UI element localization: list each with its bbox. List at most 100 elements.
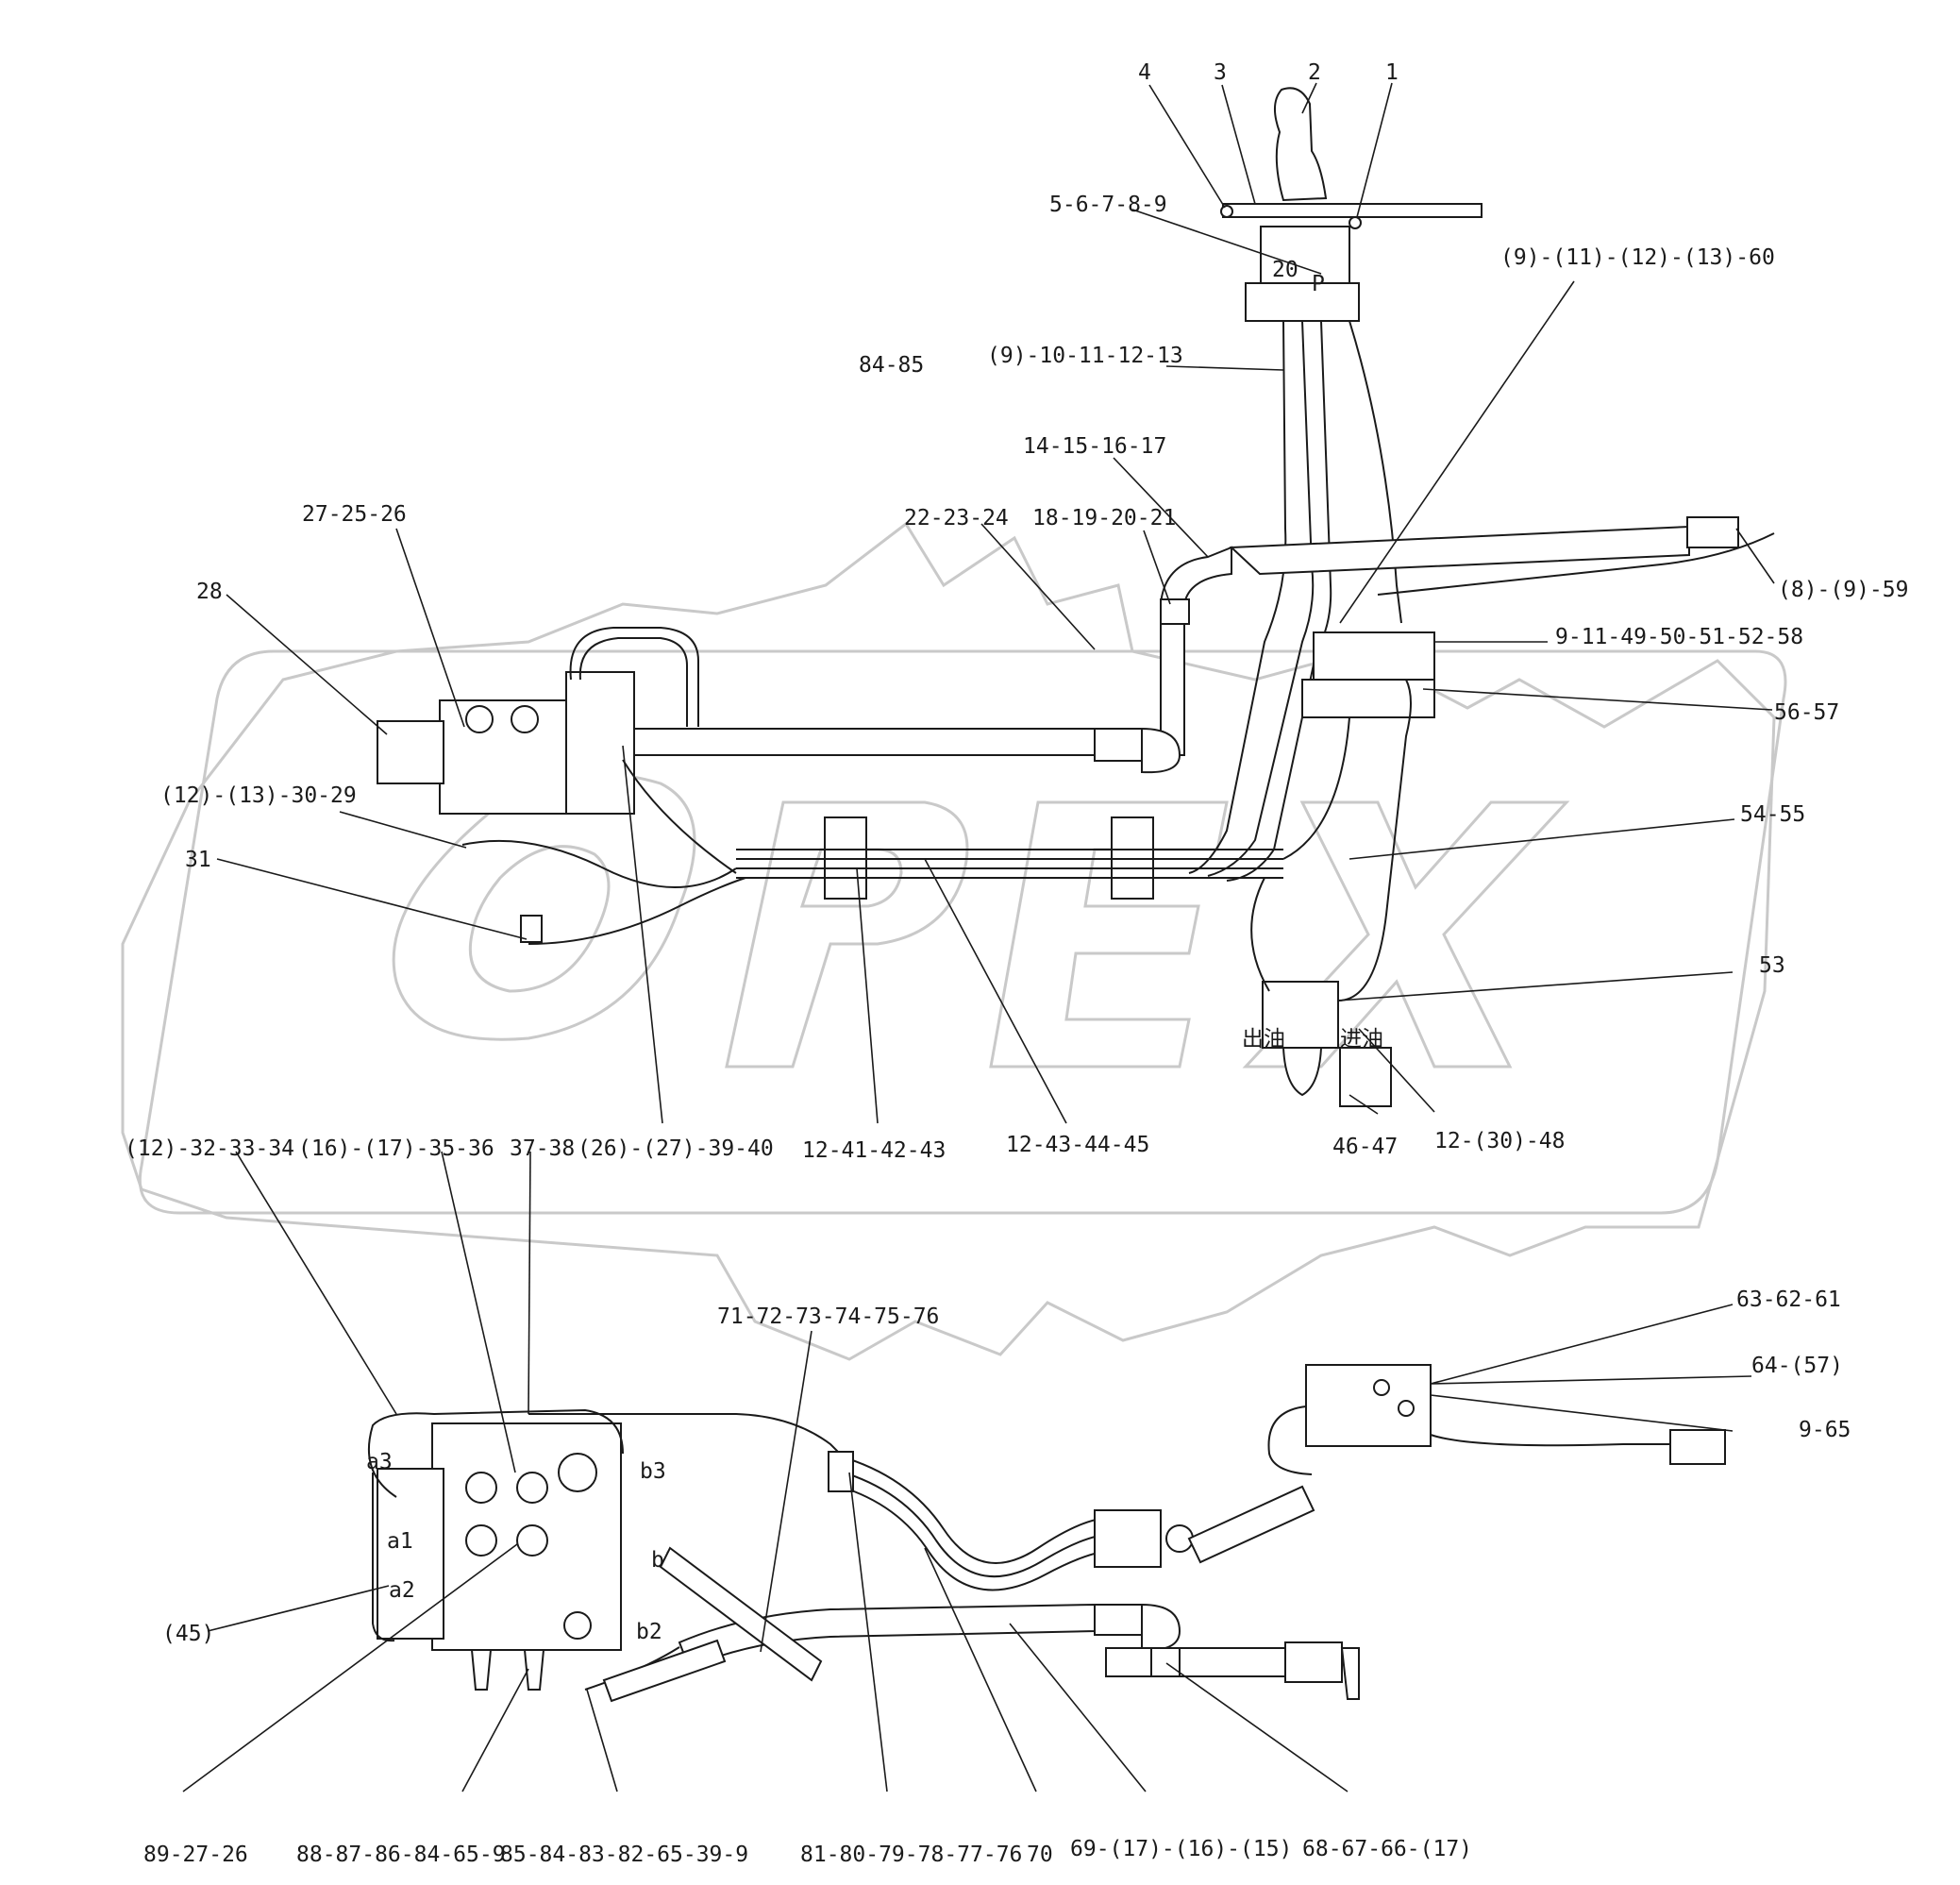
label-71-72-73-74-75-76: 71-72-73-74-75-76 — [717, 1304, 939, 1329]
label-12-41-42-43: 12-41-42-43 — [802, 1138, 946, 1163]
lower-tube-fitting — [1094, 1604, 1143, 1636]
bolt-4 — [1220, 205, 1233, 218]
mv-spool-2 — [523, 1649, 545, 1691]
valve-port-2 — [511, 705, 539, 733]
label-16-17-35-36: (16)-(17)-35-36 — [298, 1136, 494, 1161]
pilot-hose-2 — [1207, 320, 1315, 877]
hose-8-9-59 — [1377, 532, 1775, 596]
upper-assembly: 20 P — [377, 87, 1775, 1107]
label-22-23-24: 22-23-24 — [904, 506, 1009, 530]
label-54-55: 54-55 — [1740, 802, 1805, 827]
main-tube-middle — [612, 728, 1096, 756]
callout-labels: 4 3 2 1 5-6-7-8-9 (9)-(11)-(12)-(13)-60 … — [125, 60, 1908, 1867]
cyl-lower — [602, 1639, 727, 1703]
label-3: 3 — [1214, 60, 1227, 85]
mv-port-3 — [465, 1524, 497, 1557]
mv-port-5 — [558, 1453, 597, 1492]
label-56-57: 56-57 — [1774, 700, 1839, 725]
label-68-67-66-17: 68-67-66-(17) — [1302, 1837, 1472, 1861]
label-26-27-39-40: (26)-(27)-39-40 — [578, 1136, 774, 1161]
wavy-hose-2 — [829, 1468, 1124, 1578]
mv-port-1 — [465, 1472, 497, 1504]
label-12-43-44-45: 12-43-44-45 — [1006, 1133, 1149, 1157]
mv-port-2 — [516, 1472, 548, 1504]
label-12-13-30-29: (12)-(13)-30-29 — [160, 783, 357, 808]
hose-31-b — [528, 877, 746, 945]
label-88-87-86-84-65-9: 88-87-86-84-65-9 — [296, 1843, 506, 1867]
joystick-handle — [1274, 87, 1328, 202]
tube-fitting-9-65 — [1669, 1429, 1726, 1465]
pilot-hose-4 — [1349, 320, 1402, 624]
hose-sm-left — [1267, 1405, 1313, 1475]
port-mark-a1: a1 — [387, 1529, 413, 1554]
label-31: 31 — [185, 848, 211, 872]
control-valve-section — [565, 671, 635, 815]
label-9-65: 9-65 — [1799, 1418, 1851, 1442]
lower-straight-tube — [1105, 1647, 1286, 1677]
hose-31 — [461, 839, 737, 888]
lower-assembly: a3 a1 a2 b3 b1 b2 — [366, 1364, 1726, 1703]
port-mark-b2: b2 — [636, 1620, 662, 1644]
main-tube-upper — [1229, 525, 1690, 576]
mv-port-4 — [516, 1524, 548, 1557]
port-mark-p: P — [1312, 272, 1325, 296]
label-8-9-59: (8)-(9)-59 — [1778, 578, 1908, 602]
brake-valve-body — [1262, 981, 1339, 1049]
cyl-hose-left — [659, 1546, 823, 1682]
label-63-62-61: 63-62-61 — [1736, 1288, 1841, 1312]
label-70: 70 — [1027, 1843, 1053, 1867]
lower-bracket-right — [1340, 1647, 1360, 1700]
elbow-mid — [1141, 727, 1181, 774]
label-37-38: 37-38 — [510, 1136, 575, 1161]
port-mark-b3: b3 — [640, 1459, 666, 1484]
watermark-letter-x — [1242, 800, 1570, 1069]
watermark-letter-e — [989, 800, 1229, 1069]
label-9-11-49-50-51-52-58: 9-11-49-50-51-52-58 — [1555, 625, 1803, 649]
bracket-18 — [1160, 598, 1190, 625]
label-85-84-83-82-65-39-9: 85-84-83-82-65-39-9 — [500, 1843, 748, 1867]
label-2: 2 — [1308, 60, 1321, 85]
control-valve-endcap — [377, 720, 444, 784]
leader-lines — [182, 82, 1775, 1792]
label-12-30-48: 12-(30)-48 — [1434, 1129, 1565, 1153]
hose-long-top — [528, 1413, 850, 1464]
bracket-46 — [1339, 1047, 1392, 1107]
label-14-15-16-17: 14-15-16-17 — [1023, 434, 1166, 459]
clamp-71 — [828, 1451, 854, 1492]
hose-12-30-48 — [1250, 877, 1270, 992]
pilot-hose-1 — [1188, 320, 1287, 874]
mv-port-6 — [563, 1611, 592, 1640]
sm-port-2 — [1398, 1400, 1415, 1417]
label-84-85: 84-85 — [859, 353, 924, 378]
hose-bundle-right — [1282, 716, 1350, 860]
hose-9-65 — [1430, 1434, 1680, 1447]
port-mark-a2: a2 — [389, 1578, 415, 1603]
manifold-block-lower — [1301, 679, 1435, 718]
tube-fitting-mid — [1094, 728, 1143, 762]
hose-a-loop — [367, 1408, 624, 1498]
hose-a-left — [372, 1473, 395, 1642]
label-69-17-16-15: 69-(17)-(16)-(15) — [1070, 1837, 1292, 1861]
label-5-6-7-8-9: 5-6-7-8-9 — [1049, 193, 1167, 217]
label-64-57: 64-(57) — [1751, 1354, 1843, 1378]
watermark-letter-p — [725, 800, 969, 1069]
watermark-gear — [121, 521, 1776, 1361]
label-28: 28 — [196, 580, 223, 604]
hose-bundle-left — [622, 759, 737, 874]
pipe-loop-upper-2 — [578, 637, 688, 727]
label-4: 4 — [1138, 60, 1151, 85]
label-27-25-26: 27-25-26 — [302, 502, 407, 527]
label-9-11-12-13-60: (9)-(11)-(12)-(13)-60 — [1500, 245, 1775, 270]
wavy-hose-3 — [829, 1483, 1124, 1591]
lower-fitting-right — [1284, 1641, 1343, 1683]
label-1: 1 — [1385, 60, 1399, 85]
label-9-10-11-12-13: (9)-10-11-12-13 — [987, 344, 1183, 368]
label-46-47: 46-47 — [1332, 1135, 1398, 1159]
lower-elbow — [1141, 1603, 1181, 1652]
label-18-19-20-21: 18-19-20-21 — [1032, 506, 1176, 530]
watermark — [121, 521, 1787, 1361]
watermark-badge — [138, 649, 1787, 1215]
mounting-plate — [1222, 203, 1483, 218]
bolt-1 — [1349, 216, 1362, 229]
